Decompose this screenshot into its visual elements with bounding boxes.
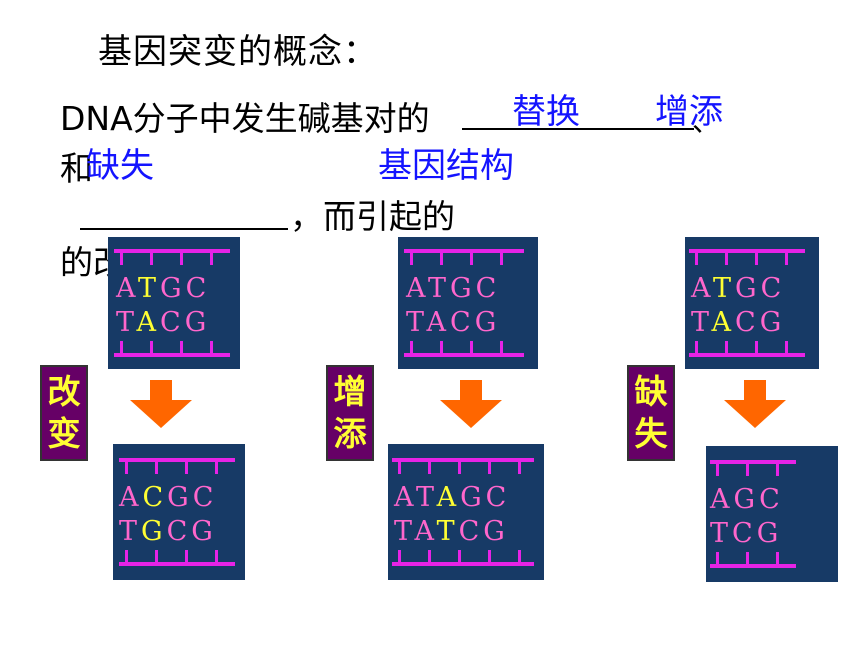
dna-top-strand: ATGC [406,273,501,304]
dna-original-1: ATGC TACG [108,237,240,369]
dna-bottom-strand: TACG [691,307,786,338]
dna-deletion: AGC TCG [706,446,838,582]
answer-delete: 缺失 [86,146,154,186]
dna-bottom-strand: TACG [406,307,501,338]
dna-top-strand: ATGC [691,273,786,304]
blank-1 [462,128,694,130]
definition-line-3: ，而引起的 [290,197,455,236]
definition-line-2: 和 [60,149,93,188]
dna-bottom-strand: TGCG [119,516,217,547]
blank-2 [80,228,288,230]
slide-title: 基因突变的概念： [98,32,378,72]
dna-substitution: ACGC TGCG [113,444,245,580]
label-change: 改变 [40,365,88,461]
answer-add: 增添 [655,92,723,132]
answer-structure: 基因结构 [378,146,514,186]
label-add: 增添 [326,365,374,461]
dna-bottom-strand: TACG [116,307,211,338]
arrow-down-icon [130,380,192,428]
dna-top-strand: ATAGC [394,482,511,513]
dna-top-strand: ATGC [116,273,211,304]
arrow-down-icon [440,380,502,428]
label-delete: 缺失 [627,365,675,461]
dna-original-3: ATGC TACG [685,237,819,369]
dna-bottom-strand: TCG [710,518,783,549]
dna-top-strand: ACGC [119,482,218,513]
answer-replace: 替换 [512,92,580,132]
comma-1: 、 [692,105,721,138]
dna-addition: ATAGC TATCG [388,444,544,580]
definition-line-1: DNA分子中发生碱基对的 [60,99,430,138]
dna-top-strand: AGC [710,484,784,515]
dna-bottom-strand: TATCG [394,516,509,547]
dna-original-2: ATGC TACG [398,237,538,369]
arrow-down-icon [724,380,786,428]
